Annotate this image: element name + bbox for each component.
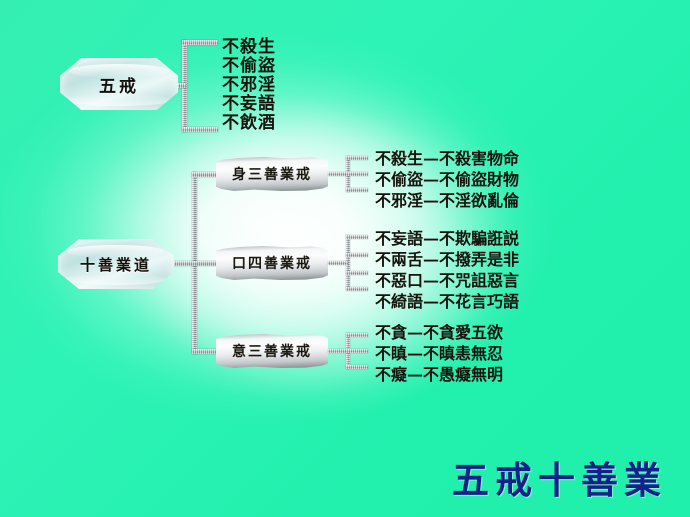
bracket-mind-prong	[346, 365, 368, 369]
bracket-mind-prong	[346, 349, 368, 353]
list-item: 不偷盜—不偷盜財物	[375, 170, 520, 189]
node-five-precepts-label: 五戒	[99, 76, 139, 97]
bracket-speech-prong	[346, 287, 368, 291]
bracket-speech-prong	[346, 271, 368, 275]
list-item: 不殺生—不殺害物命	[375, 149, 520, 168]
bracket-body-prong	[346, 172, 368, 176]
list-item: 不妄語	[222, 94, 276, 114]
list-item: 不綺語—不花言巧語	[375, 292, 520, 311]
branch-heading-speech-label: 口四善業戒	[232, 256, 312, 272]
connector-branch-arm-speech	[192, 261, 218, 266]
bracket-body-prong	[346, 188, 368, 192]
branch-heading-mind-label: 意三善業戒	[232, 344, 312, 360]
bracket-body-prong	[346, 156, 368, 160]
list-item: 不癡—不愚癡無明	[375, 365, 504, 384]
bracket-speech-prong	[346, 253, 368, 257]
branch-heading-body[interactable]: 身三善業戒	[216, 157, 328, 191]
connector-branch-arm-mind	[192, 349, 218, 354]
branch-items-body: 不殺生—不殺害物命 不偷盜—不偷盜財物 不邪淫—不淫欲亂倫	[375, 148, 519, 211]
connector-five-precepts-bottom-arm	[182, 127, 218, 132]
bracket-speech-stem	[328, 261, 348, 265]
branch-heading-mind[interactable]: 意三善業戒	[216, 334, 328, 368]
list-item: 不妄語—不欺騙誑説	[375, 229, 520, 248]
list-item: 不兩舌—不撥弄是非	[375, 250, 520, 269]
branch-items-mind: 不貪—不貪愛五欲 不瞋—不瞋恚無忍 不癡—不愚癡無明	[375, 322, 503, 385]
list-item: 不邪淫	[222, 75, 276, 95]
branch-heading-body-label: 身三善業戒	[232, 167, 312, 183]
list-item: 不殺生	[222, 37, 276, 57]
connector-branch-arm-body	[192, 172, 218, 177]
bracket-mind-stem	[328, 349, 348, 353]
list-item: 不飲酒	[222, 113, 276, 133]
branch-items-speech: 不妄語—不欺騙誑説 不兩舌—不撥弄是非 不惡口—不咒詛惡言 不綺語—不花言巧語	[375, 228, 519, 312]
page-title: 五戒十善業	[452, 458, 667, 502]
list-item: 不貪—不貪愛五欲	[375, 323, 504, 342]
bracket-body-stem	[328, 172, 348, 176]
connector-five-precepts-top-arm	[182, 40, 218, 45]
five-precepts-list: 不殺生 不偷盜 不邪淫 不妄語 不飲酒	[222, 38, 276, 133]
bracket-mind-prong	[346, 333, 368, 337]
connector-ten-good-deeds-stem	[166, 261, 196, 266]
list-item: 不偷盜	[222, 56, 276, 76]
list-item: 不瞋—不瞋恚無忍	[375, 344, 504, 363]
bracket-speech-prong	[346, 235, 368, 239]
list-item: 不邪淫—不淫欲亂倫	[375, 191, 520, 210]
branch-heading-speech[interactable]: 口四善業戒	[216, 246, 328, 280]
list-item: 不惡口—不咒詛惡言	[375, 271, 520, 290]
bracket-speech-spine	[346, 235, 350, 290]
node-five-precepts[interactable]: 五戒	[60, 58, 178, 110]
node-ten-good-deeds-label: 十善業道	[79, 255, 152, 274]
node-ten-good-deeds[interactable]: 十善業道	[58, 239, 174, 289]
